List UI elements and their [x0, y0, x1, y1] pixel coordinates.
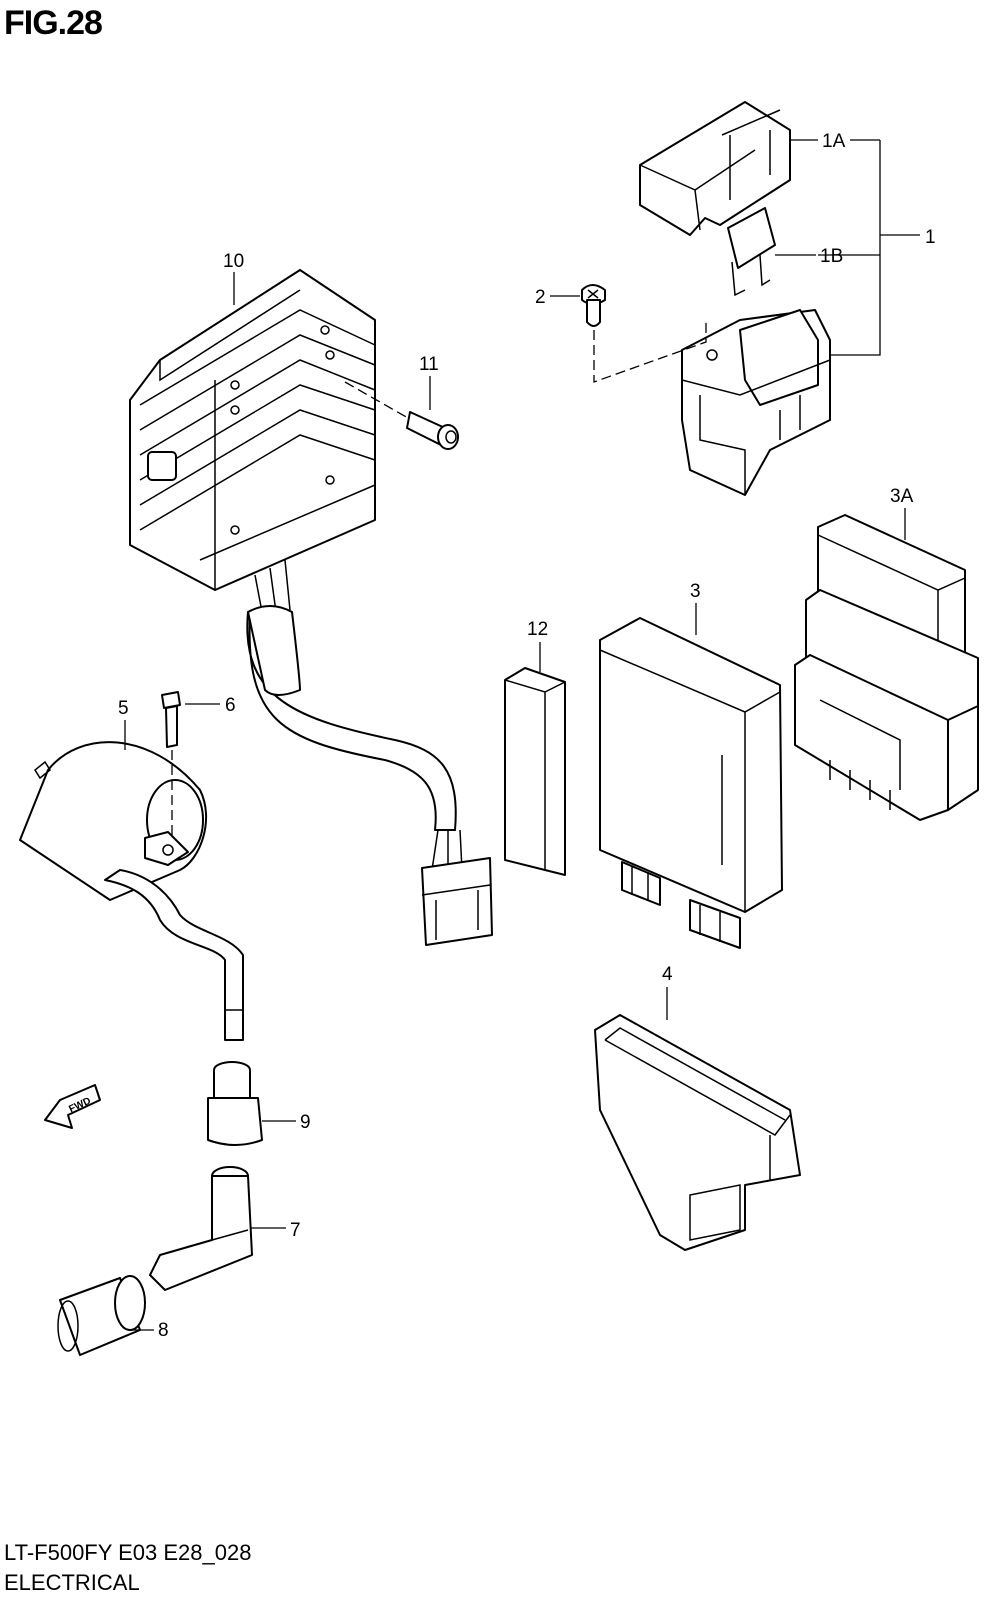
part-2-screw[interactable] [581, 284, 606, 327]
fwd-arrow-icon: FWD [44, 1084, 101, 1129]
install-line-2 [593, 320, 707, 383]
callout-3A: 3A [890, 486, 914, 507]
callout-9: 9 [300, 1112, 311, 1133]
part-1-starter-relay[interactable] [681, 309, 831, 496]
part-1B-fuse[interactable] [727, 207, 776, 297]
part-9-boot[interactable] [207, 1061, 263, 1146]
part-3-ecm-unit[interactable] [599, 617, 783, 949]
part-12-block[interactable] [504, 667, 566, 876]
install-line-11 [344, 381, 409, 419]
callout-1: 1 [925, 227, 936, 248]
callout-1A: 1A [822, 131, 846, 152]
callout-4: 4 [662, 964, 673, 985]
part-5-ignition-coil[interactable] [19, 741, 244, 1041]
callout-11: 11 [419, 354, 439, 375]
callout-8: 8 [158, 1320, 169, 1341]
part-6-bolt[interactable] [161, 691, 181, 748]
model-code: LT-F500FY E03 E28_028 [4, 1540, 252, 1565]
part-3A-ecm-unit[interactable] [794, 514, 979, 821]
part-1A-relay-cover[interactable] [639, 101, 791, 236]
part-10-regulator-rectifier[interactable] [129, 269, 493, 946]
callout-3: 3 [690, 581, 701, 602]
part-4-holder[interactable] [594, 1014, 801, 1251]
leader-1-bracket [818, 139, 920, 356]
callout-2: 2 [535, 287, 546, 308]
figure-title: FIG.28 [4, 4, 103, 42]
callout-5: 5 [118, 698, 129, 719]
part-8-cap[interactable] [57, 1275, 146, 1356]
callout-10: 10 [223, 251, 244, 272]
part-7-cap[interactable] [149, 1166, 253, 1291]
callout-1B: 1B [820, 246, 843, 267]
callout-7: 7 [290, 1220, 301, 1241]
part-11-screw[interactable] [406, 411, 459, 450]
callout-12: 12 [527, 619, 548, 640]
callout-6: 6 [225, 695, 236, 716]
section-title: ELECTRICAL [4, 1570, 140, 1595]
